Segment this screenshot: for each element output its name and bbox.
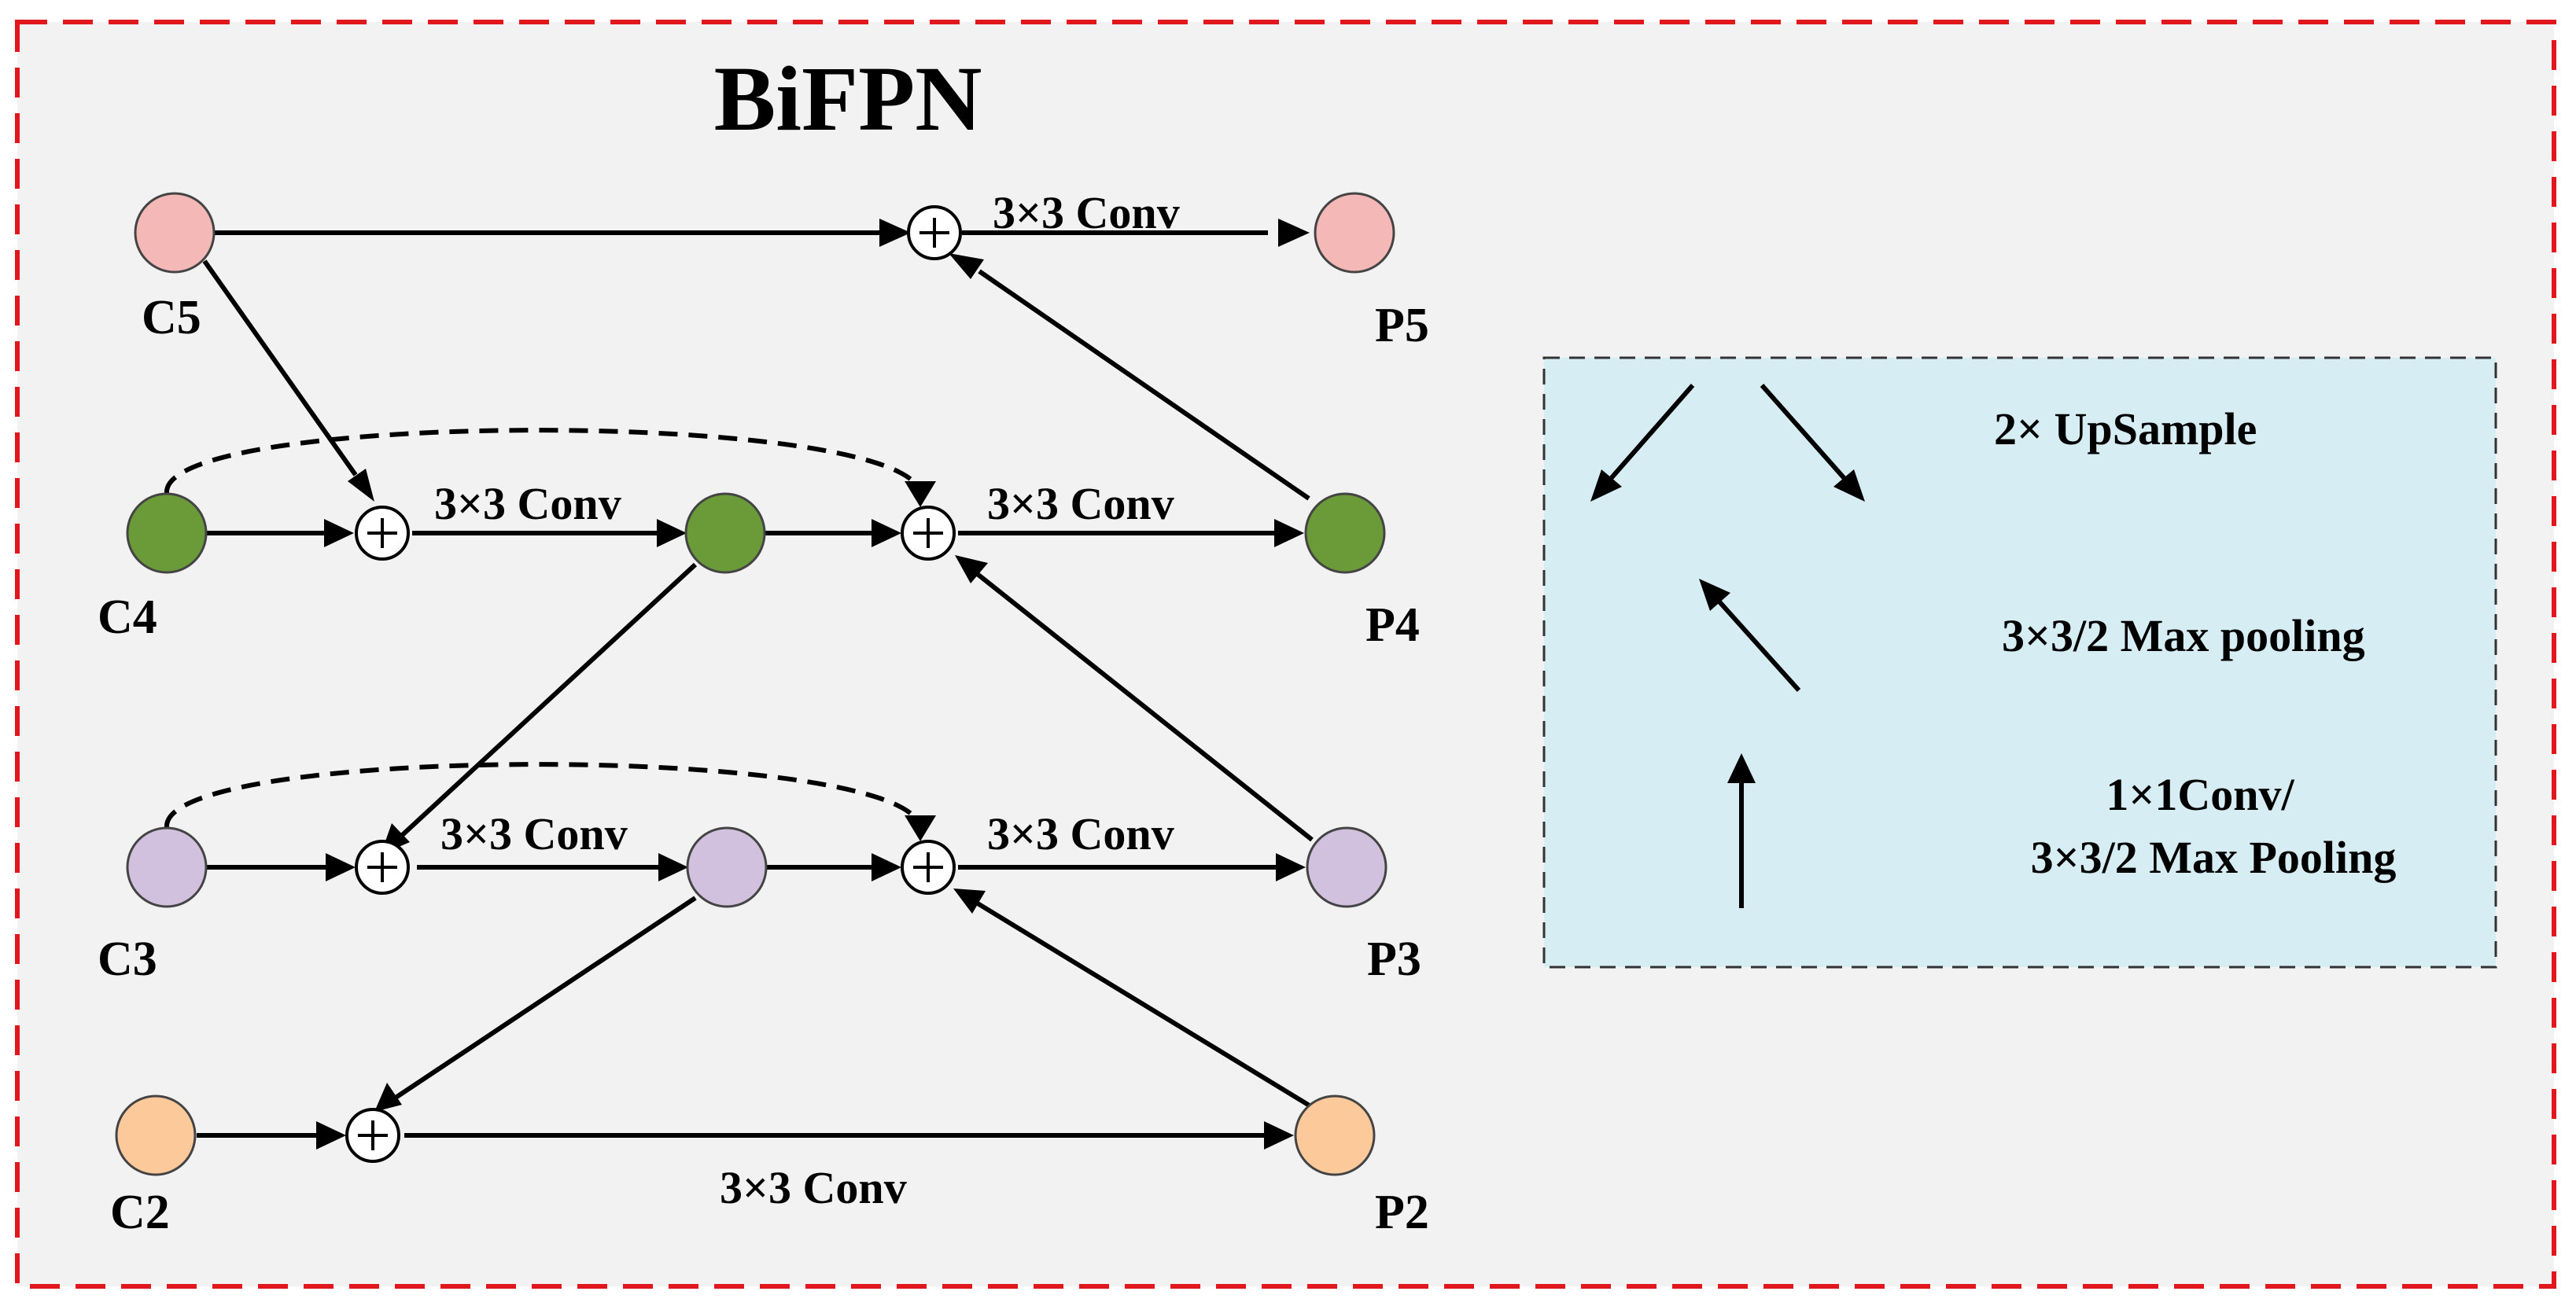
arrowhead: [1264, 1121, 1294, 1150]
arrowhead: [326, 853, 356, 881]
arrowhead: [657, 519, 687, 547]
edge-p2-to-p3-add: [972, 899, 1314, 1109]
arrowhead: [1727, 753, 1756, 783]
label-c3-conv: 3×3 Conv: [440, 808, 628, 859]
edge-mid3-to-c2-add: [392, 896, 697, 1102]
label-top-conv: 3×3 Conv: [993, 187, 1180, 238]
legend-maxpool-arrow: [1715, 597, 1801, 693]
node-c4: [126, 492, 208, 574]
arrowhead: [316, 1121, 346, 1150]
label-c2: C2: [110, 1186, 170, 1239]
arrowhead: [1274, 519, 1304, 547]
arrowhead: [872, 519, 901, 547]
legend-upsample-right-arrow: [1760, 384, 1849, 483]
legend-upsample-left-arrow: [1606, 384, 1695, 483]
arrowhead: [1278, 219, 1310, 247]
label-p2: P2: [1375, 1186, 1429, 1239]
node-mid4: [684, 492, 766, 574]
arrowhead: [1699, 579, 1730, 611]
arrowhead: [905, 481, 936, 507]
arrowhead: [374, 1083, 402, 1112]
arrowhead: [324, 519, 354, 547]
add-node-icon: [901, 506, 956, 561]
label-p5: P5: [1375, 299, 1429, 352]
skip-c4-to-p4-add: [164, 428, 923, 496]
edge-p4-to-top-add: [978, 269, 1310, 501]
arrowhead: [658, 853, 688, 881]
arrowhead: [953, 888, 986, 914]
legend-conv-label-line1: 1×1Conv/: [2106, 769, 2294, 820]
arrowhead: [1833, 469, 1865, 502]
arrowhead: [1590, 469, 1622, 502]
node-p2: [1294, 1094, 1376, 1176]
edge-labels: 3×3 Conv 3×3 Conv 3×3 Conv 3×3 Conv 3×3 …: [434, 187, 1180, 1213]
legend-upsample-label: 2× UpSample: [1994, 403, 2257, 454]
legend-conv-label-line2: 3×3/2 Max Pooling: [2031, 832, 2397, 883]
arrowhead: [949, 253, 984, 279]
diagram-title: BiFPN: [714, 47, 982, 150]
edge-p3-to-p4-add: [974, 570, 1314, 842]
add-node-icon: [901, 840, 956, 895]
edge-mid4-to-c3-add: [396, 562, 698, 841]
node-mid3: [686, 826, 768, 908]
node-labels: C5 P5 C4 P4 C3 P3 C2 P2: [98, 291, 1429, 1239]
label-c5: C5: [142, 291, 201, 344]
label-p4-conv: 3×3 Conv: [987, 478, 1174, 529]
node-p4: [1304, 492, 1386, 574]
add-nodes: [345, 205, 962, 1163]
legend-labels: 2× UpSample 3×3/2 Max pooling 1×1Conv/ 3…: [1994, 403, 2396, 883]
label-c4-conv: 3×3 Conv: [434, 478, 621, 529]
arrowhead: [872, 853, 901, 881]
legend-maxpool-label: 3×3/2 Max pooling: [2002, 610, 2365, 661]
edges: [164, 230, 1849, 1138]
label-p3: P3: [1367, 933, 1421, 986]
node-p3: [1306, 826, 1388, 908]
skip-c3-to-p3-add: [164, 762, 923, 830]
label-bottom-conv: 3×3 Conv: [720, 1162, 907, 1213]
add-node-icon: [907, 205, 962, 260]
add-node-icon: [345, 1108, 400, 1163]
label-p3-conv: 3×3 Conv: [987, 808, 1174, 859]
node-p5: [1314, 192, 1395, 274]
label-p4: P4: [1365, 598, 1420, 652]
arrowhead: [879, 219, 911, 247]
arrowhead: [348, 469, 374, 502]
arrowhead: [955, 555, 988, 583]
node-c3: [126, 826, 208, 908]
arrowhead: [905, 815, 936, 841]
node-c5: [134, 192, 216, 274]
label-c3: C3: [98, 933, 157, 986]
label-c4: C4: [98, 590, 157, 644]
node-c2: [115, 1094, 197, 1176]
add-node-icon: [355, 840, 410, 895]
legend-panel: [1542, 356, 2497, 969]
nodes: [115, 192, 1395, 1176]
arrowhead: [1276, 853, 1306, 881]
add-node-icon: [355, 506, 410, 561]
